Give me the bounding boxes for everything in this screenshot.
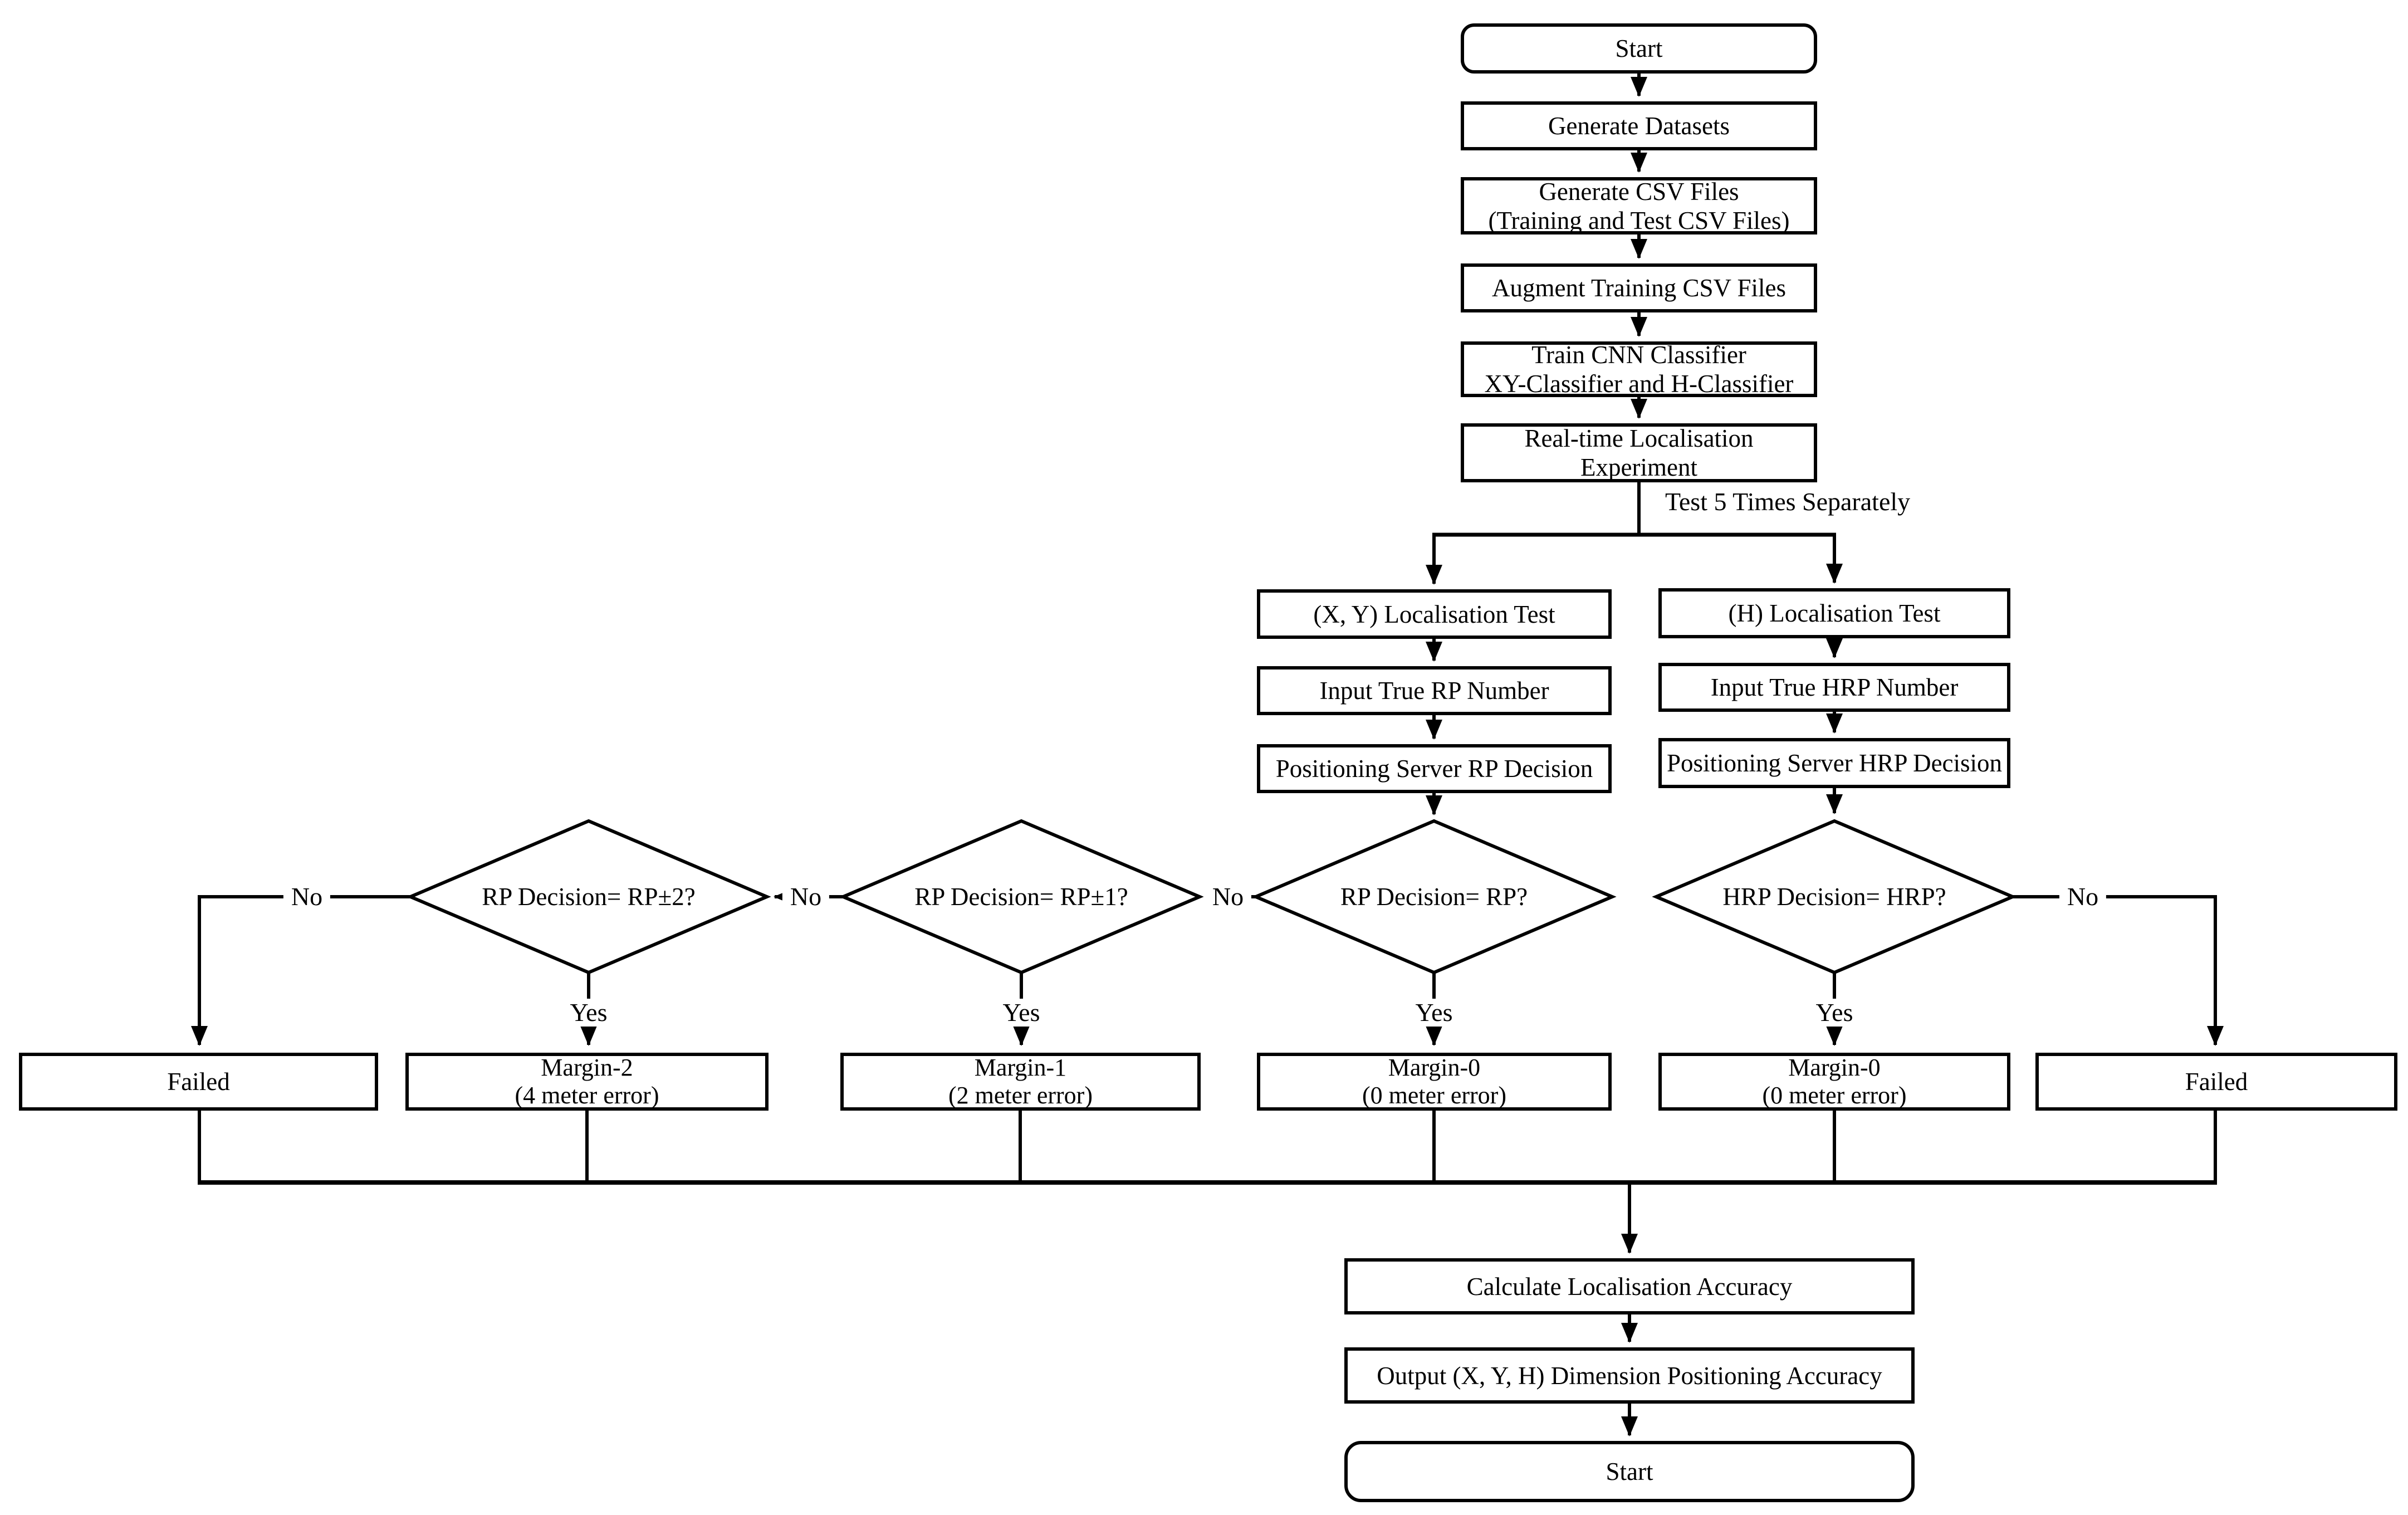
node-label: XY-Classifier and H-Classifier [1484,370,1794,398]
node-label: (Training and Test CSV Files) [1488,206,1790,234]
node-label: Start [1606,1458,1653,1485]
decision-rp-shape [1251,819,1617,975]
node-augment-training: Augment Training CSV Files [1461,263,1817,312]
edge-label-no-rp-to-rp1: No [1204,883,1252,911]
node-label: (4 meter error) [515,1082,659,1109]
node-margin-0-xy: Margin-0 (0 meter error) [1257,1053,1612,1111]
node-start-top: Start [1461,23,1817,74]
node-label: Real-time Localisation [1524,424,1754,452]
edge-label-test-note: Test 5 Times Separately [1665,487,1911,516]
decision-label-line: HRP? [1886,883,1946,911]
node-label: (0 meter error) [1762,1082,1907,1109]
decision-label-line: RP? [1486,883,1528,911]
node-label: Margin-1 [974,1054,1067,1081]
flow-arrows [191,74,2224,1436]
edge-label-no-rp1-to-rp2: No [782,883,830,911]
node-label: Experiment [1580,453,1697,481]
node-label: (0 meter error) [1362,1082,1506,1109]
node-label: Positioning Server HRP Decision [1666,749,2003,777]
decision-rp1-label: RP Decision= RP±1? [914,882,1128,912]
decision-hrp-shape [1652,819,2017,975]
decision-rp1-shape [839,819,1204,975]
node-label: Failed [167,1068,230,1096]
node-label: (H) Localisation Test [1728,599,1941,627]
node-label: (2 meter error) [948,1082,1093,1109]
node-label: Start [1615,35,1663,62]
node-label: Generate CSV Files [1539,177,1739,206]
node-label: Failed [2185,1068,2248,1096]
node-output-accuracy: Output (X, Y, H) Dimension Positioning A… [1344,1347,1915,1404]
node-label: Output (X, Y, H) Dimension Positioning A… [1377,1361,1882,1390]
node-label: Train CNN Classifier [1531,341,1746,369]
node-margin-1: Margin-1 (2 meter error) [840,1053,1201,1111]
node-label: Input True RP Number [1319,677,1549,705]
decision-rp2-label: RP Decision= RP±2? [482,882,695,912]
node-label: (X, Y) Localisation Test [1313,600,1555,628]
decision-rp2-shape [406,819,771,975]
node-h-test: (H) Localisation Test [1658,588,2010,638]
decision-label-line: RP Decision= [1340,883,1480,911]
decision-label-line: RP±1? [1060,883,1128,911]
decision-label-line: RP Decision= [914,883,1054,911]
decision-label-line: RP Decision= [482,883,621,911]
node-generate-datasets: Generate Datasets [1461,101,1817,150]
node-calc-accuracy: Calculate Localisation Accuracy [1344,1258,1915,1314]
node-xy-test: (X, Y) Localisation Test [1257,589,1612,639]
node-server-rp: Positioning Server RP Decision [1257,744,1612,793]
node-label: Margin-0 [1388,1054,1481,1081]
node-input-rp: Input True RP Number [1257,666,1612,715]
node-start-bottom: Start [1344,1441,1915,1502]
edge-label-yes-margin0-xy: Yes [1407,999,1461,1027]
edge-label-no-failed-left: No [283,883,331,911]
node-failed-right: Failed [2035,1053,2397,1111]
node-label: Augment Training CSV Files [1491,274,1787,302]
node-generate-csv: Generate CSV Files (Training and Test CS… [1461,177,1817,234]
node-margin-0-h: Margin-0 (0 meter error) [1658,1053,2010,1111]
decision-label-line: HRP Decision= [1722,883,1880,911]
decision-hrp-label: HRP Decision= HRP? [1722,882,1946,912]
node-label: Positioning Server RP Decision [1275,755,1593,783]
edge-label-yes-margin1: Yes [995,999,1048,1027]
decision-rp-label: RP Decision= RP? [1340,882,1528,912]
node-train-cnn: Train CNN Classifier XY-Classifier and H… [1461,341,1817,398]
node-realtime-experiment: Real-time Localisation Experiment [1461,423,1817,482]
edge-label-yes-margin0-h: Yes [1808,999,1861,1027]
node-label: Calculate Localisation Accuracy [1466,1272,1793,1301]
edge-label-no-failed-right: No [2059,883,2107,911]
node-failed-left: Failed [19,1053,378,1111]
decision-label-line: RP±2? [627,883,696,911]
node-label: Generate Datasets [1548,112,1730,140]
node-margin-2: Margin-2 (4 meter error) [405,1053,769,1111]
node-label: Margin-0 [1788,1054,1881,1081]
node-input-hrp: Input True HRP Number [1658,663,2010,712]
edge-label-yes-margin2: Yes [562,999,615,1027]
node-server-hrp: Positioning Server HRP Decision [1658,738,2010,788]
node-label: Margin-2 [541,1054,633,1081]
node-label: Input True HRP Number [1710,673,1959,701]
